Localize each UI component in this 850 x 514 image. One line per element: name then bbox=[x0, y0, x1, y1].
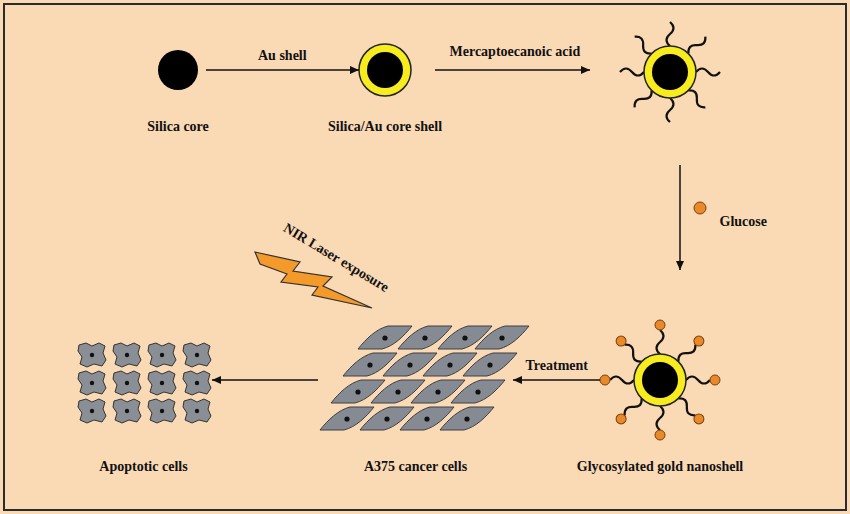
step-label: Glucose bbox=[720, 214, 767, 230]
apoptotic-cells bbox=[78, 343, 211, 423]
arrow bbox=[679, 165, 681, 270]
node-label: Silica/Au core shell bbox=[328, 119, 442, 135]
node-label: Apoptotic cells bbox=[99, 459, 187, 475]
node-label: A375 cancer cells bbox=[364, 459, 467, 475]
flow-arrow bbox=[212, 379, 318, 381]
cancer-cells bbox=[320, 326, 529, 430]
particle-node: Silica core bbox=[150, 45, 206, 135]
cell-group-node: A375 cancer cells bbox=[318, 315, 513, 475]
particle-node: Glycosylated gold nanoshell bbox=[600, 315, 720, 475]
edge-label: Au shell bbox=[258, 48, 307, 64]
step-label: Mercaptoecanoic acid bbox=[450, 44, 581, 60]
flow-arrow bbox=[206, 69, 359, 71]
node-label: Glycosylated gold nanoshell bbox=[577, 459, 743, 475]
edge-label: Treatment bbox=[526, 358, 588, 374]
flow-arrow bbox=[513, 379, 600, 381]
functionalised-particle bbox=[620, 22, 720, 122]
silica-core bbox=[158, 50, 198, 90]
core-shell bbox=[359, 44, 411, 96]
glycosylated-particle bbox=[600, 320, 720, 440]
cell-group-node: Apoptotic cells bbox=[75, 315, 212, 475]
node-label: Silica core bbox=[147, 119, 209, 135]
frame-border bbox=[3, 3, 847, 511]
glucose-dot bbox=[694, 202, 706, 214]
arrow bbox=[435, 69, 590, 71]
particle-node: Silica/Au core shell bbox=[359, 40, 411, 135]
